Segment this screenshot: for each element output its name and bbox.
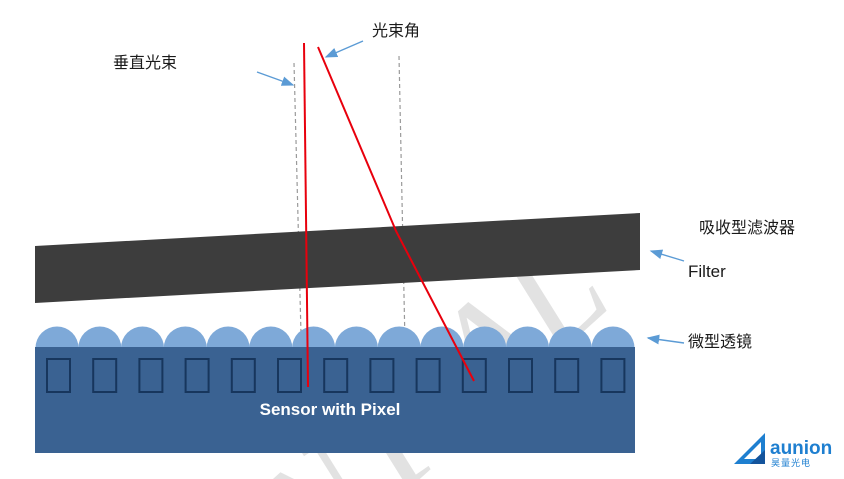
sensor-label: Sensor with Pixel [260,400,401,419]
beam-angle-arrow [324,40,364,58]
logo-subtitle: 昊量光电 [771,457,811,468]
pixel-cell [461,358,487,393]
sensor-body [35,347,635,453]
vertical-beam-arrow [256,71,295,86]
pixel-cell [508,358,533,393]
pixel-cell [415,358,441,393]
pixel-cell [138,358,164,393]
pixel-cell [184,358,210,393]
angled-beam-ray [317,46,475,382]
logo-triangle-notch [744,442,761,459]
vertical-beam-label: 垂直光束 [113,54,177,72]
logo-triangle-inner [750,450,765,464]
absorption-filter-label: 吸收型滤波器 [699,219,795,237]
logo-name: aunion [770,438,832,459]
logo: aunion 昊量光电 [734,433,832,468]
guide-line-left [293,62,302,335]
beam-angle-label: 光束角 [372,22,420,40]
filter-arrow [649,249,685,262]
pixel-array [46,358,626,393]
filter-label: Filter [688,262,726,281]
filter-slab [35,213,640,303]
pixel-cell [554,358,580,393]
pixel-cell [46,358,71,393]
pixel-cell [277,358,302,393]
guide-line-right [398,55,406,344]
microlens-label: 微型透镜 [688,332,752,351]
vertical-beam-ray [303,42,309,388]
pixel-cell [323,358,349,393]
pixel-cell [92,358,118,393]
microlens-arrow [646,334,685,345]
pixel-cell [230,358,256,393]
pixel-cell [369,358,395,393]
pixel-cell [600,358,626,393]
